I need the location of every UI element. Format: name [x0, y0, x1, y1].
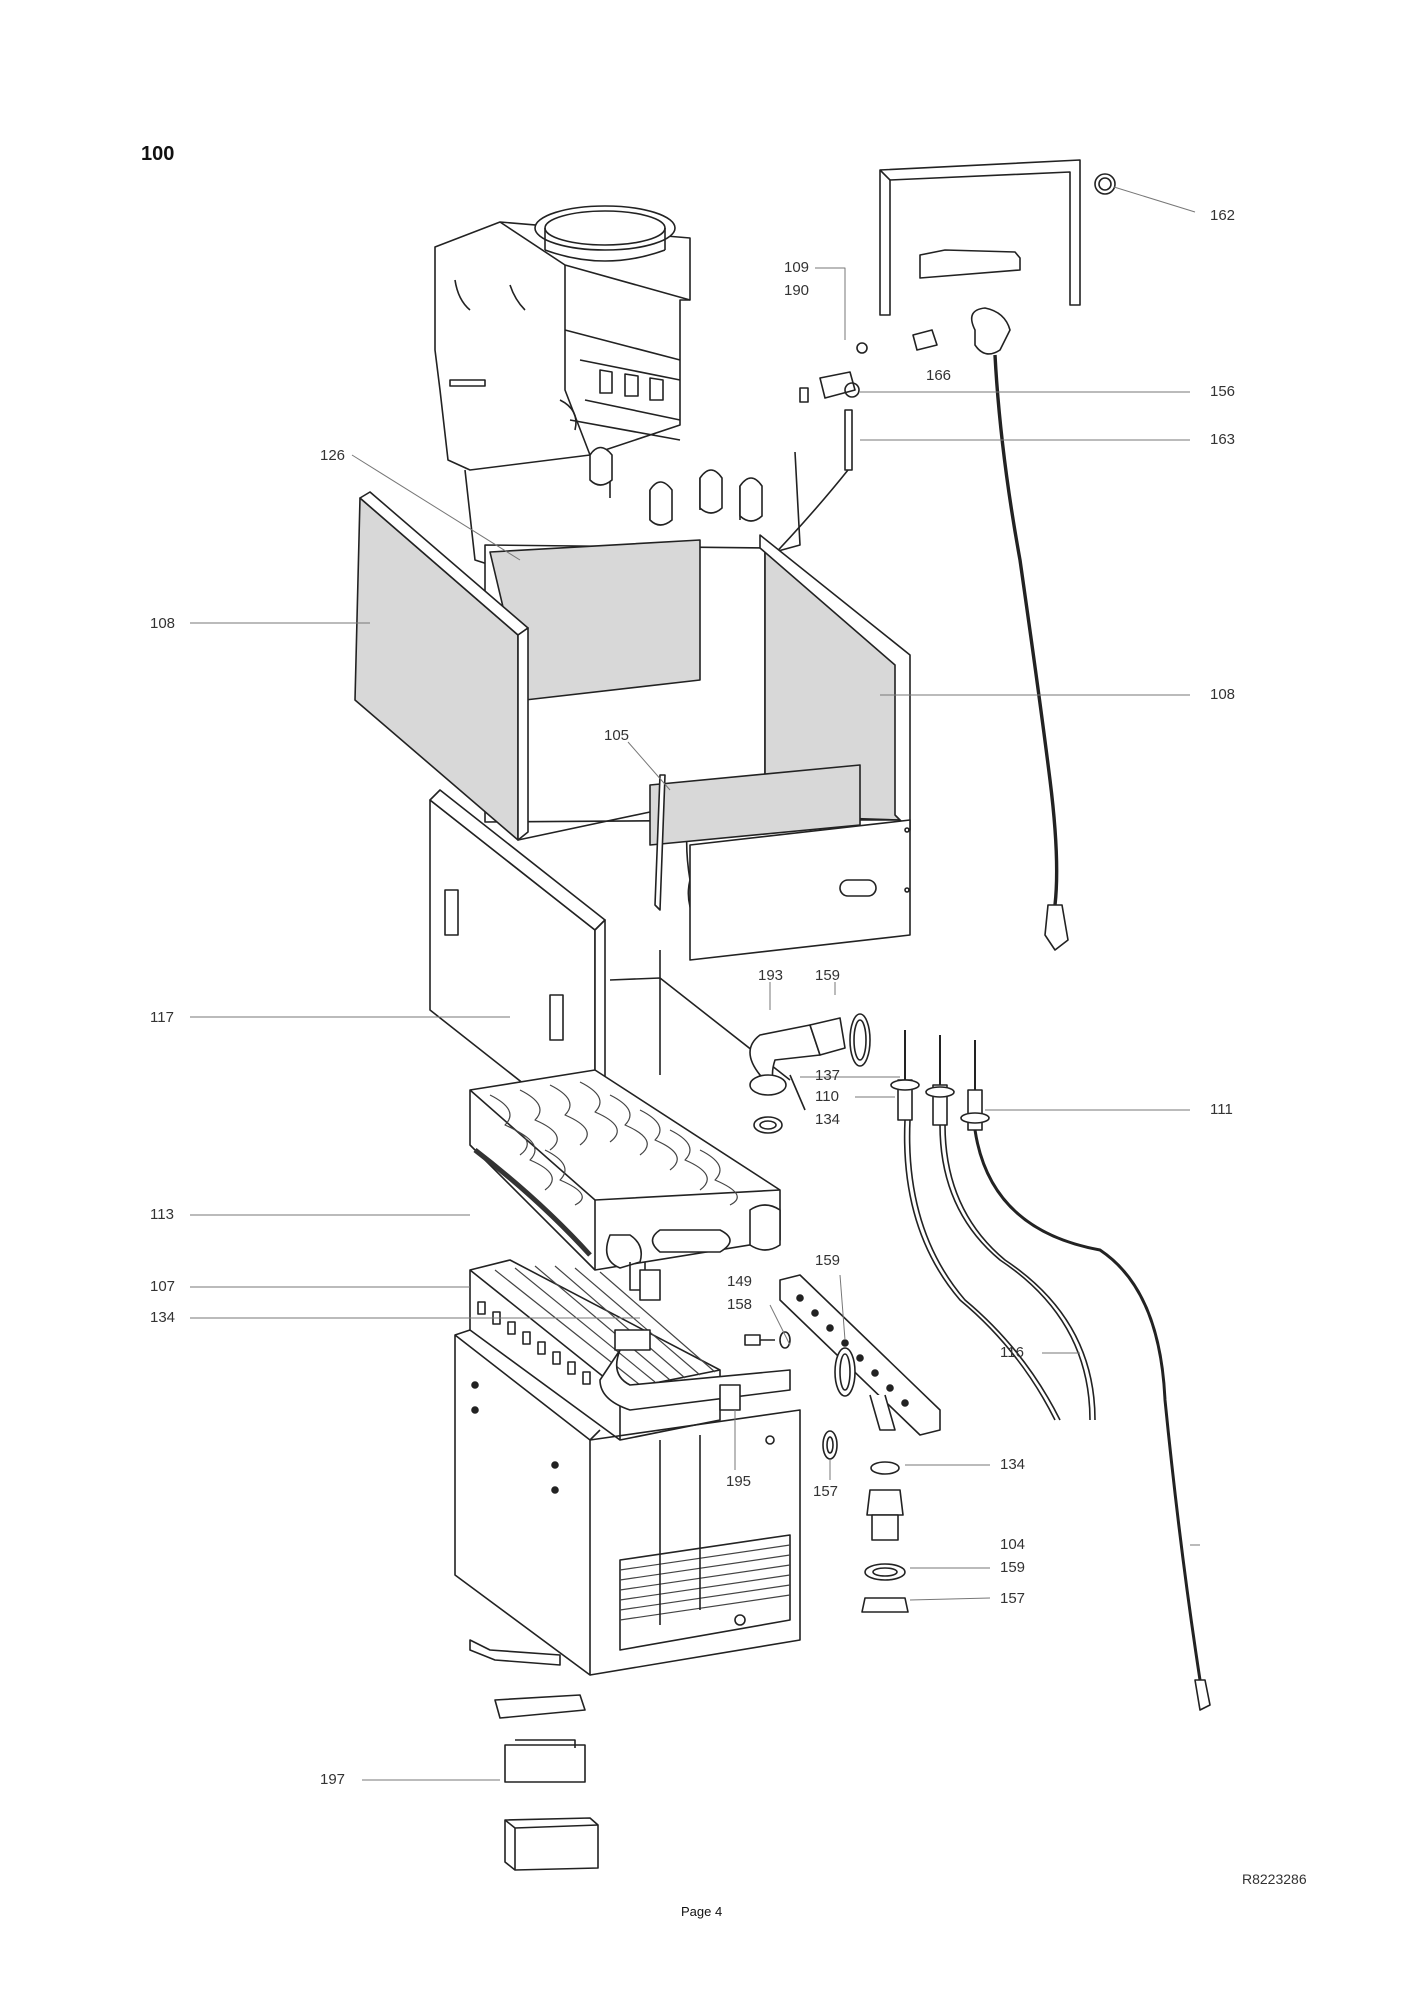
- heat-exchanger: [469, 1069, 781, 1291]
- callout-157-mid: 157: [813, 1483, 839, 1500]
- callout-197: 197: [320, 1771, 346, 1788]
- front-insulation-panel: [649, 764, 911, 961]
- elbow-fitting: [749, 1013, 871, 1134]
- gas-connection: [822, 1430, 909, 1613]
- callout-162: 162: [1210, 207, 1236, 224]
- burner: [469, 1259, 791, 1441]
- callout-109: 109: [784, 259, 810, 276]
- callout-113: 113: [150, 1206, 174, 1223]
- callout-104: 104: [1000, 1536, 1026, 1553]
- callout-190: 190: [784, 282, 810, 299]
- base-frame: [454, 1329, 801, 1676]
- callout-107: 107: [150, 1278, 176, 1295]
- callout-108-left: 108: [150, 615, 176, 632]
- ignition-lead: [912, 173, 1116, 951]
- figure-number: 100: [141, 143, 175, 165]
- callout-158: 158: [727, 1296, 753, 1313]
- callout-110: 110: [815, 1088, 839, 1105]
- callout-117: 117: [150, 1009, 174, 1026]
- callout-149: 149: [727, 1273, 753, 1290]
- callout-137: 137: [815, 1067, 841, 1084]
- page-label: Page 4: [681, 1904, 723, 1919]
- callout-134-left: 134: [150, 1309, 176, 1326]
- callout-166: 166: [926, 367, 952, 384]
- ignition-electrodes: [890, 1030, 1211, 1711]
- draught-hood: [434, 205, 801, 601]
- callout-159-top: 159: [815, 967, 841, 984]
- callout-157-lower: 157: [1000, 1590, 1026, 1607]
- combustion-chamber: [354, 491, 911, 841]
- control-box-parts: [469, 1639, 599, 1871]
- callout-195: 195: [726, 1473, 752, 1490]
- callout-193: 193: [758, 967, 784, 984]
- callout-116: 116: [1000, 1344, 1024, 1361]
- gas-manifold: [744, 1274, 941, 1436]
- drawing-reference: R8223286: [1242, 1871, 1307, 1887]
- callout-105: 105: [604, 727, 630, 744]
- callout-134-lower: 134: [1000, 1456, 1026, 1473]
- callout-159-mid: 159: [815, 1252, 841, 1269]
- callout-111: 111: [1210, 1101, 1233, 1118]
- callout-156: 156: [1210, 383, 1236, 400]
- callout-134-upper: 134: [815, 1111, 841, 1128]
- callout-159-lower: 159: [1000, 1559, 1026, 1576]
- callout-108-right: 108: [1210, 686, 1236, 703]
- callout-163: 163: [1210, 431, 1236, 448]
- callout-126: 126: [320, 447, 346, 464]
- burner-bracket-frame: [879, 159, 1081, 316]
- leader-lines: [190, 186, 1200, 1781]
